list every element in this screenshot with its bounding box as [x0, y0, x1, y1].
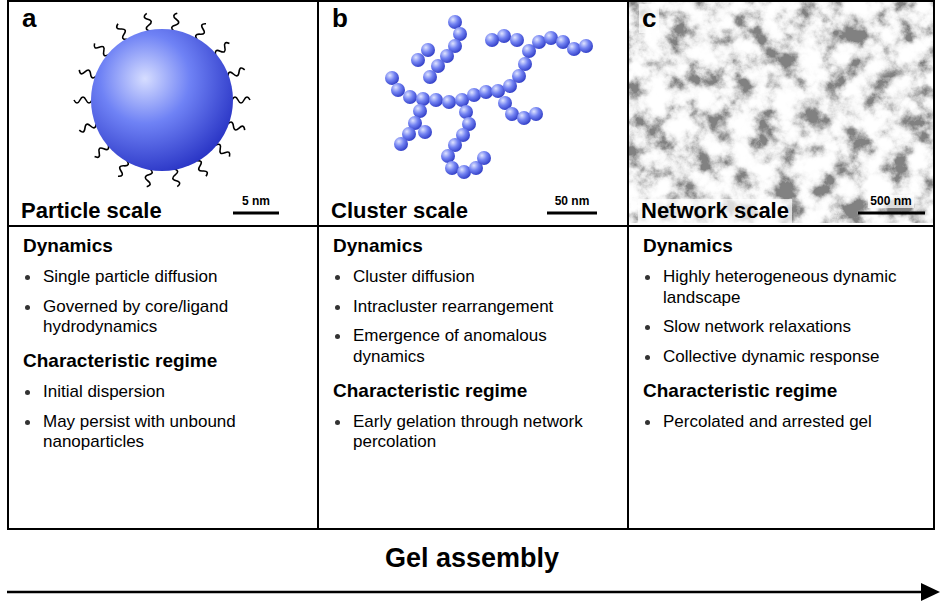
bullet-dot	[25, 305, 30, 310]
bullet-dot	[25, 390, 30, 395]
bullet-item: Percolated and arrested gel	[643, 412, 921, 433]
description-panel: DynamicsSingle particle diffusionGoverne…	[7, 225, 319, 530]
bullet-dot	[645, 275, 650, 280]
bullet-item: May persist with unbound nanoparticles	[23, 412, 305, 453]
section-heading: Characteristic regime	[333, 380, 615, 403]
section-heading: Dynamics	[333, 235, 615, 258]
panel-content: DynamicsHighly heterogeneous dynamic lan…	[629, 227, 933, 449]
progress-arrow	[7, 591, 922, 594]
description-panel: DynamicsHighly heterogeneous dynamic lan…	[627, 225, 935, 530]
illustration-panel: bCluster scale 50 nm	[317, 0, 629, 227]
bullet-text: Percolated and arrested gel	[663, 412, 872, 433]
bullet-item: Single particle diffusion	[23, 267, 305, 288]
bullet-text: Emergence of anomalous dynamics	[353, 326, 593, 367]
bullet-item: Early gelation through network percolati…	[333, 412, 615, 453]
axis-caption: Gel assembly	[385, 543, 559, 574]
arrow-head	[921, 583, 940, 601]
illustration-panel: cNetwork scale 500 nm	[627, 0, 935, 227]
bullet-text: Governed by core/ligand hydrodynamics	[43, 297, 283, 338]
panel-letter: a	[19, 4, 39, 33]
bullet-item: Governed by core/ligand hydrodynamics	[23, 297, 305, 338]
bullet-item: Emergence of anomalous dynamics	[333, 326, 615, 367]
section-heading: Characteristic regime	[23, 350, 305, 373]
scale-label: 500 nm	[868, 195, 913, 208]
panel-title: Cluster scale	[328, 199, 471, 223]
particle-cluster	[385, 15, 593, 179]
bullet-dot	[645, 325, 650, 330]
bullet-item: Initial dispersion	[23, 382, 305, 403]
scale-label: 50 nm	[553, 195, 592, 208]
panel-content: DynamicsSingle particle diffusionGoverne…	[9, 227, 317, 470]
bullet-dot	[25, 420, 30, 425]
bullet-text: Slow network relaxations	[663, 317, 851, 338]
scale-bar	[547, 212, 597, 215]
panel-title: Particle scale	[18, 199, 165, 223]
bullet-item: Intracluster rearrangement	[333, 297, 615, 318]
bullet-item: Highly heterogeneous dynamic landscape	[643, 267, 921, 308]
bullet-item: Collective dynamic response	[643, 347, 921, 368]
bullet-dot	[645, 420, 650, 425]
section-heading: Dynamics	[643, 235, 921, 258]
illustration-panel: aParticle scale 5 nm	[7, 0, 319, 227]
panel-content: DynamicsCluster diffusionIntracluster re…	[319, 227, 627, 470]
panel-letter: b	[329, 4, 351, 33]
nanoparticle-core	[91, 29, 233, 171]
bullet-text: Intracluster rearrangement	[353, 297, 553, 318]
panel-letter: c	[639, 4, 659, 33]
bullet-dot	[645, 355, 650, 360]
network-micrograph	[629, 2, 933, 223]
bullet-text: Highly heterogeneous dynamic landscape	[663, 267, 903, 308]
scale-bar	[233, 212, 279, 215]
bullet-text: Cluster diffusion	[353, 267, 475, 288]
bullet-dot	[335, 275, 340, 280]
bullet-dot	[335, 334, 340, 339]
ligand-shell	[74, 13, 250, 187]
bullet-item: Cluster diffusion	[333, 267, 615, 288]
bullet-dot	[335, 420, 340, 425]
scale-bar	[858, 212, 925, 215]
bullet-text: Single particle diffusion	[43, 267, 218, 288]
bullet-text: May persist with unbound nanoparticles	[43, 412, 283, 453]
bullet-item: Slow network relaxations	[643, 317, 921, 338]
scale-label: 5 nm	[240, 195, 272, 208]
section-heading: Dynamics	[23, 235, 305, 258]
section-heading: Characteristic regime	[643, 380, 921, 403]
bullet-text: Initial dispersion	[43, 382, 165, 403]
description-panel: DynamicsCluster diffusionIntracluster re…	[317, 225, 629, 530]
bullet-text: Early gelation through network percolati…	[353, 412, 593, 453]
panel-title: Network scale	[638, 199, 792, 223]
bullet-dot	[25, 275, 30, 280]
bullet-text: Collective dynamic response	[663, 347, 879, 368]
bullet-dot	[335, 305, 340, 310]
